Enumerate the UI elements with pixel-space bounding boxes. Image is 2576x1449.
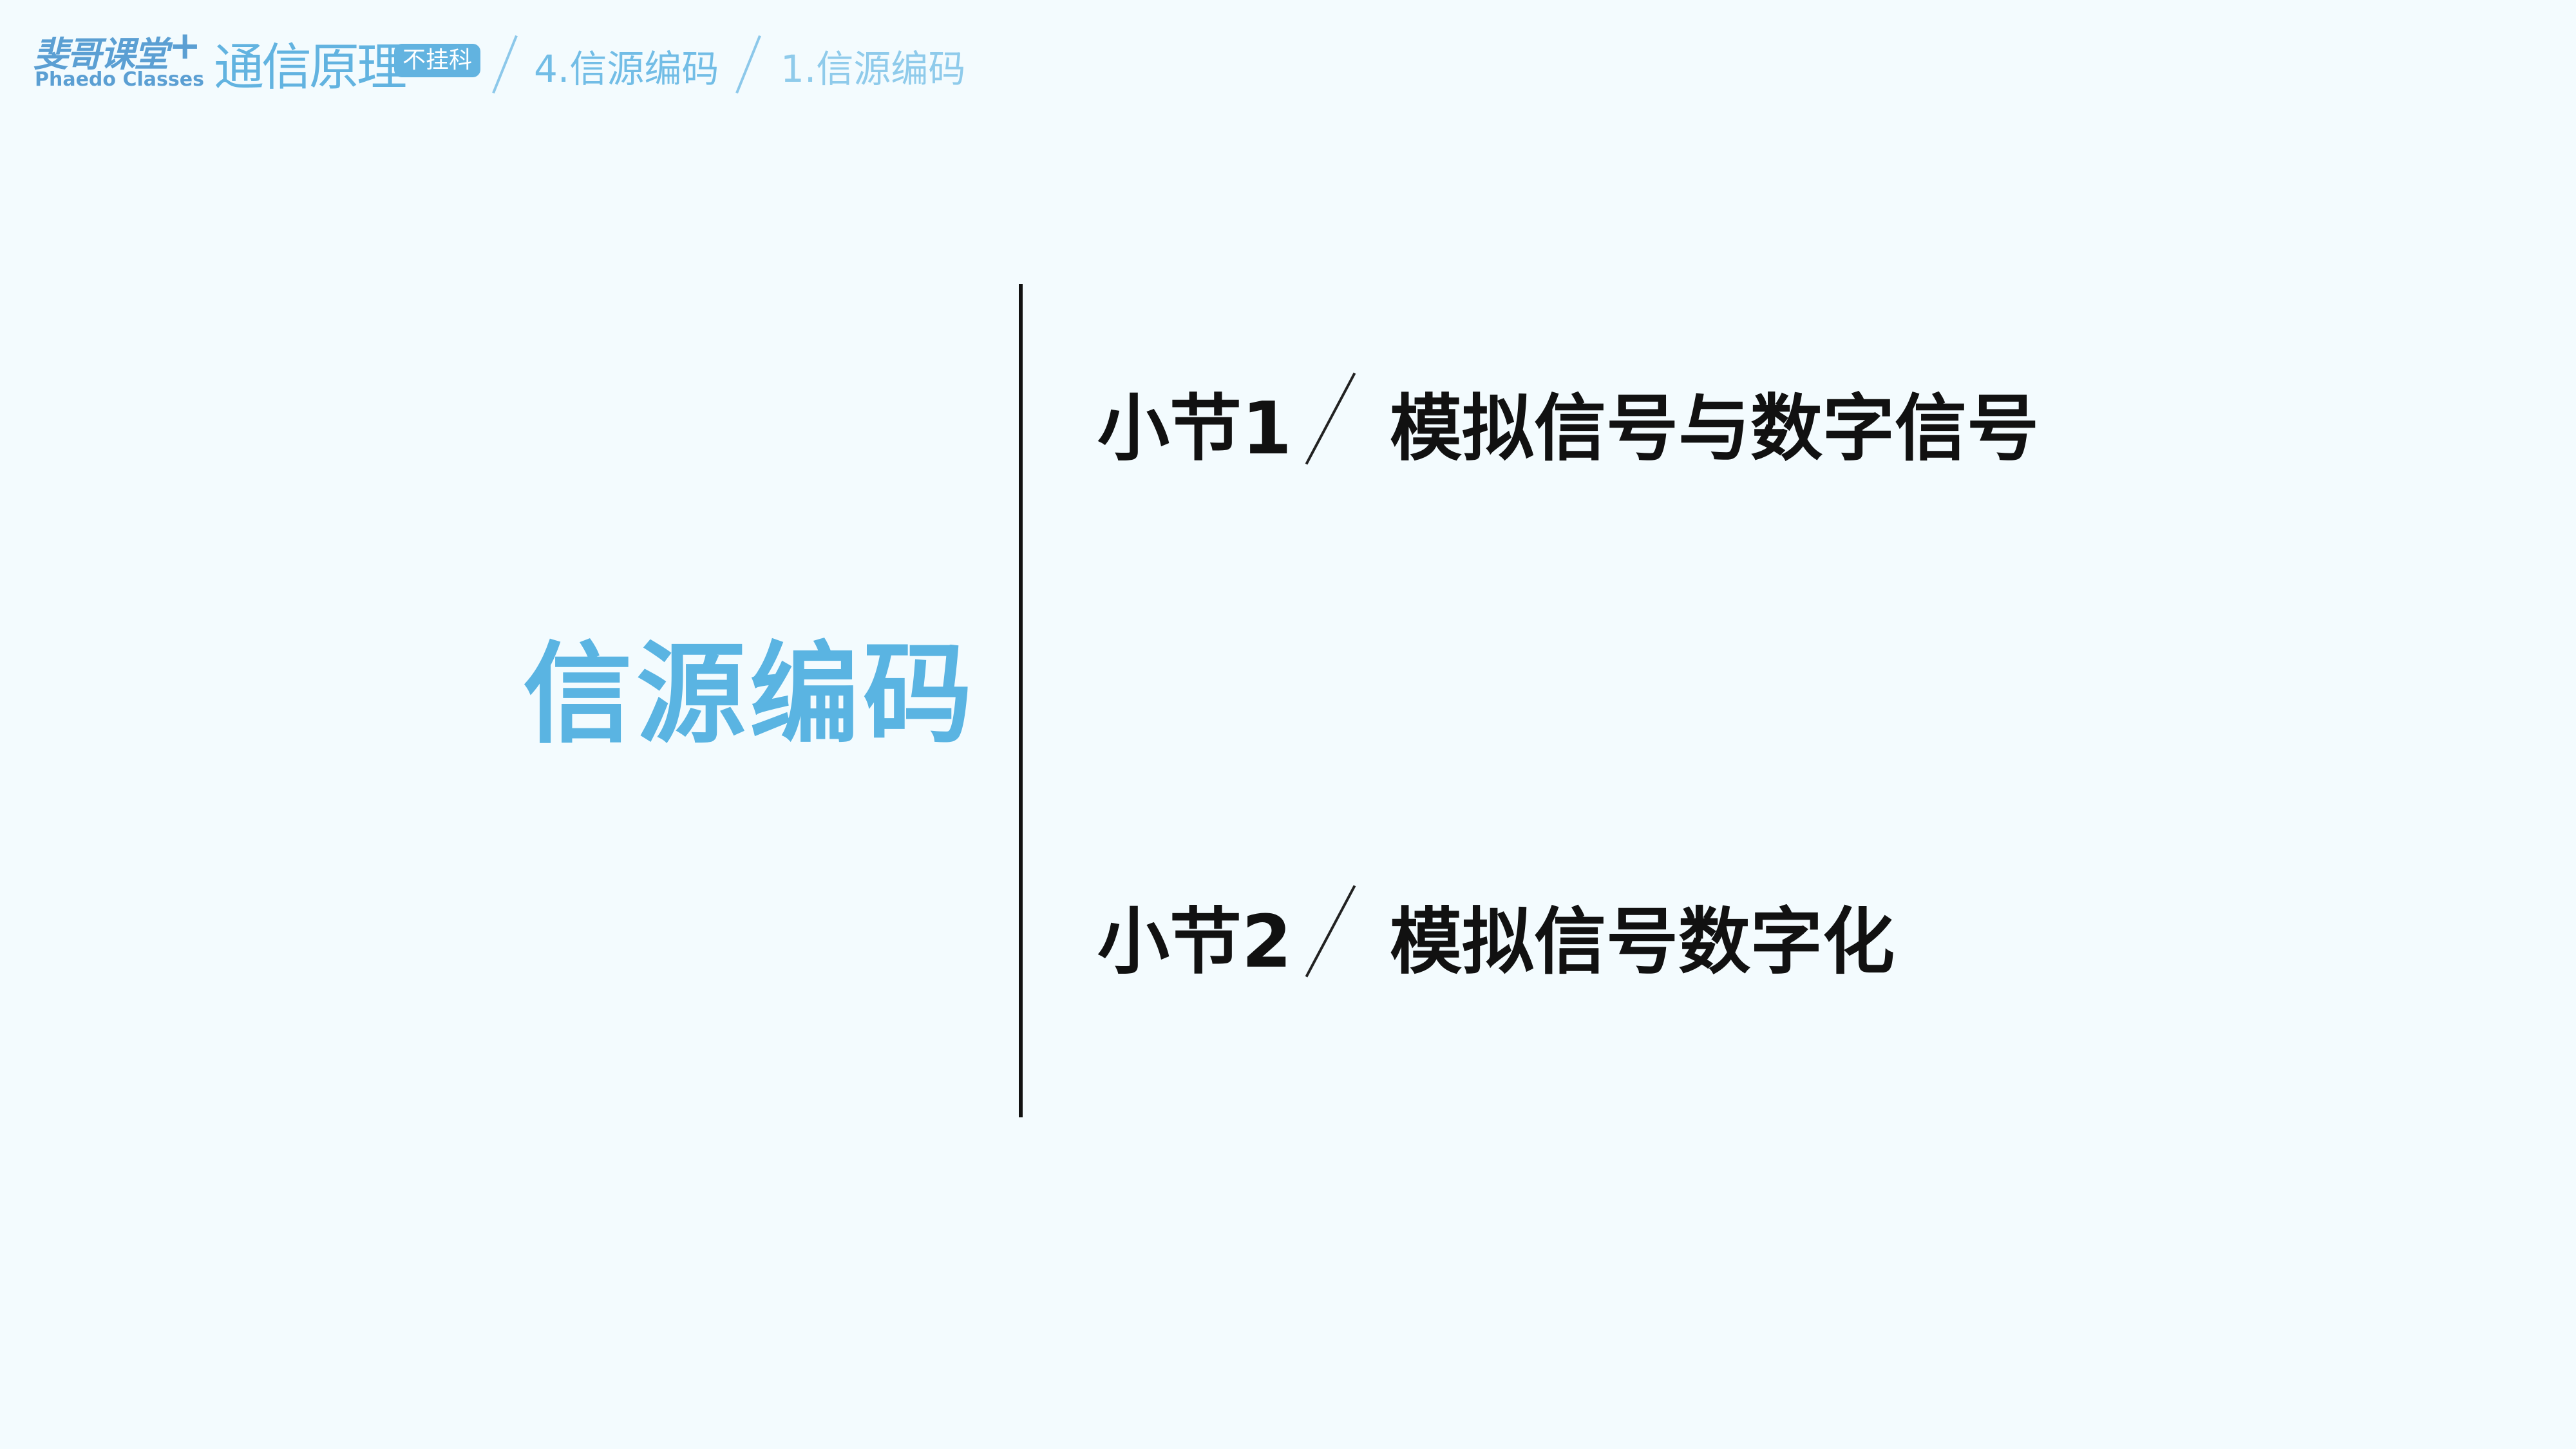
course-badge: 不挂科: [394, 44, 480, 77]
course-title: 通信原理: [214, 39, 407, 97]
section-separator: [1305, 372, 1356, 465]
logo-text: 斐哥课堂: [33, 34, 169, 75]
breadcrumb-separator: [735, 35, 761, 94]
breadcrumb-chapter: 4.信源编码: [534, 47, 719, 91]
breadcrumb-section: 1.信源编码: [781, 47, 966, 91]
breadcrumb-separator: [492, 35, 518, 94]
logo-subtitle: Phaedo Classes: [35, 68, 204, 91]
section-separator: [1305, 885, 1356, 978]
section-title: 模拟信号数字化: [1390, 900, 1895, 984]
section-title: 模拟信号与数字信号: [1390, 387, 2039, 471]
section-label: 小节2: [1097, 900, 1292, 984]
section-label: 小节1: [1097, 387, 1292, 471]
logo-plus-icon: +: [169, 23, 202, 68]
divider: [1019, 284, 1023, 1117]
chapter-title: 信源编码: [523, 631, 977, 759]
